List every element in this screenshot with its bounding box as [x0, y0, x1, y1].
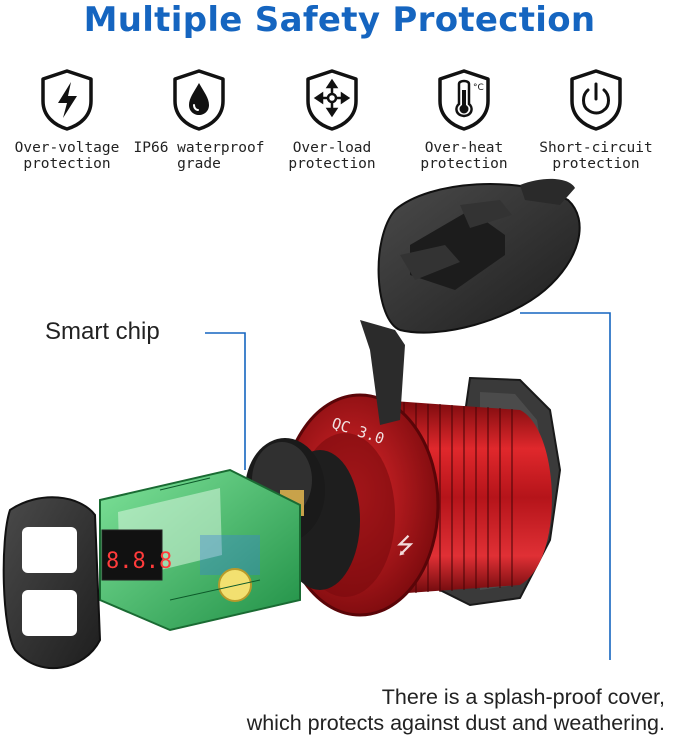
water-drop-icon — [173, 69, 225, 131]
feature-label-line2: protection — [552, 156, 640, 172]
callout-lines — [205, 312, 611, 660]
smart-chip-callout: Smart chip — [45, 318, 160, 345]
feature-label-line1: Over-load — [292, 140, 372, 156]
feature-label-line2: protection — [420, 156, 508, 172]
cover-description-line1: There is a splash-proof cover, — [381, 685, 665, 709]
voltage-digits: 8.8.8 — [106, 549, 172, 574]
feature-label-line1: Over-voltage — [14, 140, 120, 156]
voltage-display: 8.8.8 — [101, 529, 172, 581]
smart-chip-board: 8.8.8 — [99, 468, 301, 632]
feature-label-line1: IP66 waterproof — [133, 140, 265, 156]
feature-label-line1: Over-heat — [424, 140, 504, 156]
feature-label-line2: protection — [23, 156, 111, 172]
rear-gasket — [2, 496, 102, 669]
splash-proof-cover — [360, 178, 581, 425]
overload-arrows-icon — [306, 69, 358, 131]
feature-label-line2: protection — [288, 156, 376, 172]
lightning-icon — [41, 69, 93, 131]
page-title: Multiple Safety Protection — [83, 0, 596, 40]
product-illustration: QC 3.0 ⭍ 8.8.8 — [2, 178, 611, 669]
cover-description-line2: which protects against dust and weatheri… — [246, 711, 665, 735]
feature-label-line1: Short-circuit — [539, 140, 653, 156]
cover-description: There is a splash-proof cover, which pro… — [247, 684, 665, 736]
usb-symbol-icon: ⭍ — [396, 534, 414, 559]
thermometer-icon: °C — [438, 69, 490, 131]
svg-text:°C: °C — [473, 83, 484, 93]
power-icon — [570, 69, 622, 131]
feature-label-line2: grade — [177, 156, 221, 172]
